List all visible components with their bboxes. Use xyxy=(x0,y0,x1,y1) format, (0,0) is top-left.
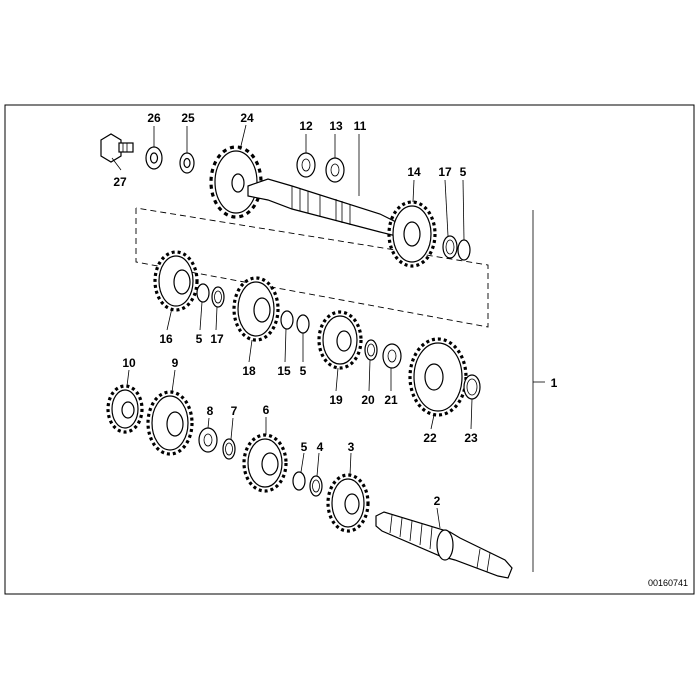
circlip-5-lower xyxy=(292,471,306,491)
washer-26 xyxy=(145,146,163,170)
callout-7: 7 xyxy=(231,404,238,418)
gear-10 xyxy=(106,384,144,434)
callout-17-upper: 17 xyxy=(438,165,452,179)
callout-1-assembly: 1 xyxy=(551,376,558,390)
washer-25 xyxy=(179,152,195,174)
callout-26: 26 xyxy=(147,111,161,125)
callout-3: 3 xyxy=(348,440,355,454)
callout-21: 21 xyxy=(384,393,398,407)
callout-2: 2 xyxy=(434,494,441,508)
catalog-number: 00160741 xyxy=(648,578,688,588)
ring-4 xyxy=(309,475,323,497)
callout-22: 22 xyxy=(423,431,437,445)
leader-lines xyxy=(111,124,473,529)
ring-15 xyxy=(280,310,294,330)
needle-bearing-21 xyxy=(382,343,402,369)
bolt-27 xyxy=(100,133,134,163)
ring-17-upper xyxy=(442,235,458,259)
callout-5-lower: 5 xyxy=(301,440,308,454)
gear-3 xyxy=(326,473,370,533)
callout-5-left: 5 xyxy=(196,332,203,346)
callout-20: 20 xyxy=(361,393,375,407)
gear-18 xyxy=(232,276,280,342)
ring-17-middle xyxy=(211,286,225,308)
shaft-11 xyxy=(247,178,397,237)
ring-23 xyxy=(463,374,481,400)
gear-22 xyxy=(408,337,468,417)
callout-16: 16 xyxy=(159,332,173,346)
needle-bearing-8 xyxy=(198,427,218,453)
callout-25: 25 xyxy=(181,111,195,125)
ring-20 xyxy=(364,339,378,361)
callout-4: 4 xyxy=(317,440,324,454)
callout-10: 10 xyxy=(122,356,136,370)
shaft-2 xyxy=(375,511,513,579)
gear-9 xyxy=(146,390,194,456)
ring-7 xyxy=(222,438,236,460)
gear-14 xyxy=(387,200,437,268)
callout-5-mid: 5 xyxy=(300,364,307,378)
callout-17-middle: 17 xyxy=(210,332,224,346)
circlip-5-mid xyxy=(296,314,310,334)
needle-bearing-13 xyxy=(325,157,345,183)
sprocket-24 xyxy=(209,145,263,219)
callout-15: 15 xyxy=(277,364,291,378)
callout-27: 27 xyxy=(113,175,127,189)
callout-23: 23 xyxy=(464,431,478,445)
gear-19 xyxy=(317,310,363,370)
callout-24: 24 xyxy=(240,111,254,125)
callout-5-upper: 5 xyxy=(460,165,467,179)
callout-14: 14 xyxy=(407,165,421,179)
callout-11: 11 xyxy=(354,119,367,133)
callout-9: 9 xyxy=(172,356,179,370)
gear-6 xyxy=(242,433,288,493)
group-outline xyxy=(135,207,489,328)
callout-12: 12 xyxy=(299,119,313,133)
assembly-bracket xyxy=(532,210,545,572)
callout-18: 18 xyxy=(242,364,256,378)
diagram-frame xyxy=(4,104,695,595)
callout-6: 6 xyxy=(263,403,270,417)
gear-16 xyxy=(153,250,199,312)
callout-8: 8 xyxy=(207,404,214,418)
needle-bearing-12 xyxy=(296,152,316,178)
callout-13: 13 xyxy=(329,119,343,133)
circlip-5-upper xyxy=(457,239,471,261)
callout-labels: 27 26 25 24 12 13 11 14 17 5 16 5 17 18 … xyxy=(113,111,557,508)
callout-19: 19 xyxy=(329,393,343,407)
circlip-5-left xyxy=(196,283,210,303)
